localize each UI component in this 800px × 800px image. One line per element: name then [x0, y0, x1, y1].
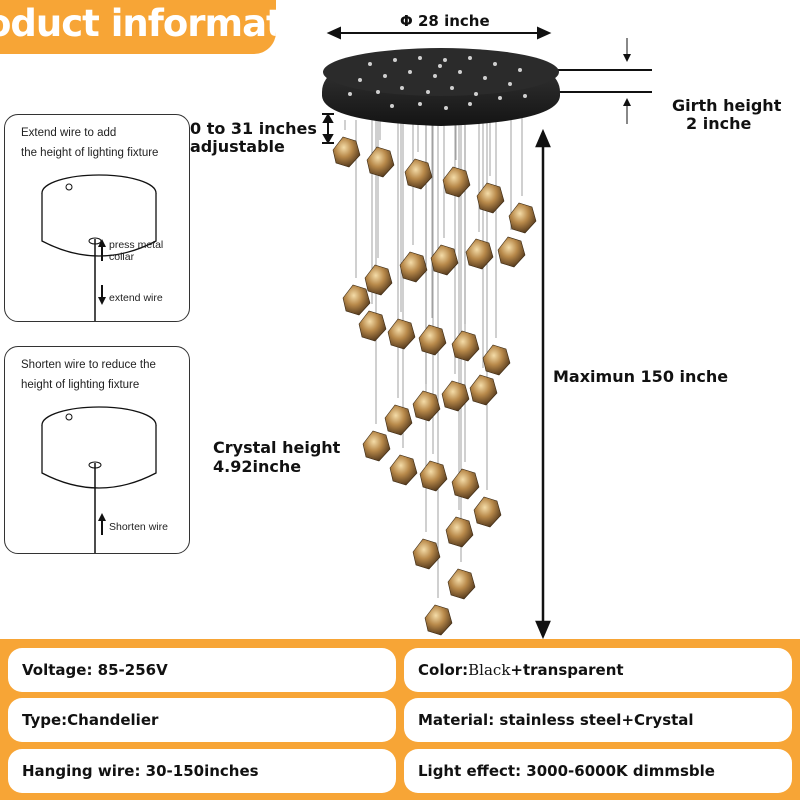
arrow-up-icon: [98, 513, 106, 521]
shorten-panel-line2: height of lighting fixture: [21, 379, 140, 391]
crystal: [469, 374, 498, 406]
crystal: [412, 538, 441, 570]
spec-type-text: Type:Chandelier: [22, 711, 159, 729]
banner-title: oduct information: [0, 2, 276, 45]
max-height-label: Maximun 150 inche: [553, 367, 729, 386]
screw-icon: [65, 413, 73, 421]
crystal: [362, 430, 391, 462]
extend-canopy-diagram: [41, 174, 157, 321]
spec-area: Voltage: 85-256V Color:Black+transparent…: [0, 639, 800, 800]
shorten-panel-line1: Shorten wire to reduce the: [21, 359, 156, 371]
crystal: [451, 330, 480, 362]
spec-material-text: Material: stainless steel+Crystal: [418, 711, 694, 729]
spec-voltage: Voltage: 85-256V: [8, 648, 396, 692]
spec-color-prefix: Color:: [418, 661, 469, 679]
press-collar-label: press metal: [109, 239, 164, 251]
crystal: [430, 244, 459, 276]
crystal: [441, 380, 470, 412]
crystal: [412, 390, 441, 422]
shorten-wire-label: Shorten wire: [109, 521, 168, 533]
adjust-marker: [322, 112, 334, 145]
crystal: [342, 284, 371, 316]
crystal: [364, 264, 393, 296]
extend-wire-panel: Extend wire to add the height of lightin…: [4, 114, 190, 322]
crystal: [332, 136, 361, 168]
spec-wire: Hanging wire: 30-150inches: [8, 749, 396, 793]
crystal: [476, 182, 505, 214]
extend-panel-line2: the height of lighting fixture: [21, 147, 159, 159]
diameter-arrow: [326, 26, 552, 40]
max-height-arrow: [535, 128, 551, 640]
adjust-label: 0 to 31 inches: [190, 119, 317, 138]
title-banner: oduct information: [0, 0, 276, 54]
crystal: [399, 251, 428, 283]
crystal: [445, 516, 474, 548]
crystal: [497, 236, 526, 268]
shorten-canopy-diagram: [41, 406, 157, 553]
canopy: [322, 48, 560, 126]
crystal: [419, 460, 448, 492]
diameter-label: Φ 28 inche: [400, 12, 490, 30]
spec-color-text: Color:Black+transparent: [418, 661, 624, 679]
crystal: [447, 568, 476, 600]
girth-value: 2 inche: [686, 114, 752, 133]
crystal: [465, 238, 494, 270]
spec-wire-text: Hanging wire: 30-150inches: [22, 762, 259, 780]
crystal: [418, 324, 447, 356]
spec-light-text: Light effect: 3000-6000K dimmsble: [418, 762, 715, 780]
crystal-height-label: Crystal height: [213, 438, 341, 457]
crystal: [442, 166, 471, 198]
girth-marker: [552, 38, 652, 124]
crystal: [358, 310, 387, 342]
crystal: [424, 604, 453, 636]
extend-wire-label: extend wire: [109, 292, 163, 304]
spec-voltage-text: Voltage: 85-256V: [22, 661, 168, 679]
crystal: [384, 404, 413, 436]
spec-color: Color:Black+transparent: [404, 648, 792, 692]
screw-icon: [65, 183, 73, 191]
crystal: [389, 454, 418, 486]
arrow-down-icon: [98, 297, 106, 305]
press-collar-label-2: collar: [109, 251, 135, 263]
spec-material: Material: stainless steel+Crystal: [404, 698, 792, 742]
extend-panel-line1: Extend wire to add: [21, 127, 117, 139]
spec-light: Light effect: 3000-6000K dimmsble: [404, 749, 792, 793]
crystals: [332, 136, 537, 636]
crystal: [451, 468, 480, 500]
crystal: [482, 344, 511, 376]
crystal-height-value: 4.92inche: [213, 457, 302, 476]
crystal: [404, 158, 433, 190]
girth-label: Girth height: [672, 96, 782, 115]
adjust-sublabel: adjustable: [190, 137, 285, 156]
crystal: [473, 496, 502, 528]
crystal: [387, 318, 416, 350]
arrow-up-icon: [98, 239, 106, 247]
shorten-wire-panel: Shorten wire to reduce the height of lig…: [4, 346, 190, 554]
spec-type: Type:Chandelier: [8, 698, 396, 742]
crystal: [366, 146, 395, 178]
spec-color-word: Black: [468, 661, 511, 679]
crystal: [508, 202, 537, 234]
spec-color-suffix: +transparent: [510, 661, 624, 679]
